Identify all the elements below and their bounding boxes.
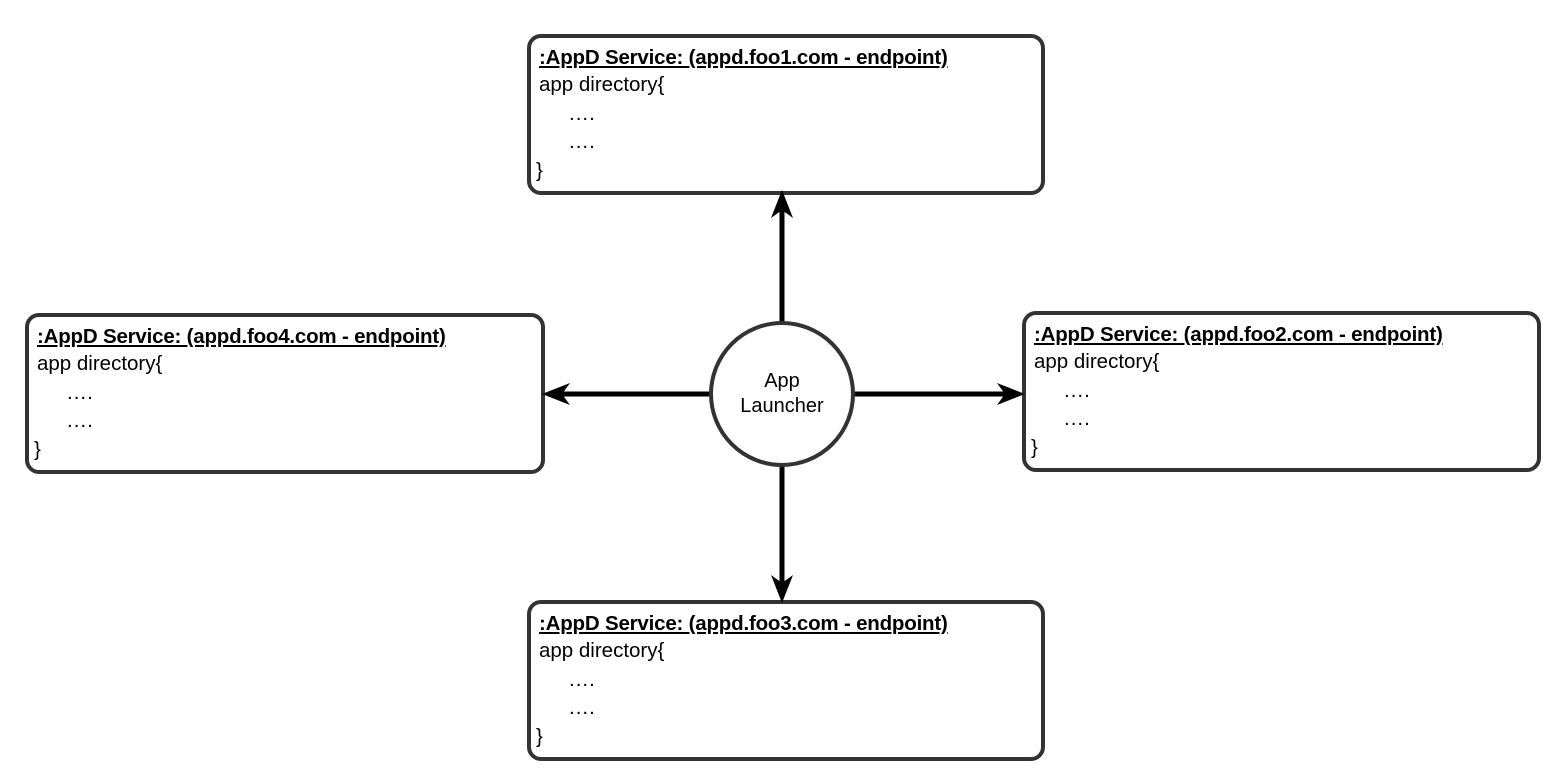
connector-hub-to-foo1 (771, 190, 793, 330)
service-title-foo1: :AppD Service: (appd.foo1.com - endpoint… (531, 44, 1041, 71)
service-body-close-foo4: } (34, 438, 41, 462)
service-body-dots1-foo3: .... (569, 667, 596, 691)
app-launcher-label-line2: Launcher (740, 395, 824, 417)
connector-hub-to-foo2 (849, 383, 1025, 405)
service-body-dots1-foo1: .... (569, 101, 596, 125)
service-box-foo2[interactable]: :AppD Service: (appd.foo2.com - endpoint… (1022, 311, 1541, 472)
app-launcher-label: App Launcher (740, 369, 823, 419)
service-title-text-foo4: :AppD Service: (appd.foo4.com - endpoint… (37, 325, 446, 348)
service-body-open-foo1: app directory{ (539, 73, 665, 97)
service-title-foo2: :AppD Service: (appd.foo2.com - endpoint… (1026, 321, 1537, 348)
service-box-foo3[interactable]: :AppD Service: (appd.foo3.com - endpoint… (527, 600, 1045, 761)
service-title-text-foo2: :AppD Service: (appd.foo2.com - endpoint… (1034, 323, 1443, 346)
connector-hub-to-foo3 (771, 458, 793, 603)
service-body-close-foo3: } (536, 725, 543, 749)
service-title-text-foo1: :AppD Service: (appd.foo1.com - endpoint… (539, 46, 948, 69)
connector-hub-to-foo4 (542, 383, 715, 405)
app-launcher-label-line1: App (764, 370, 800, 392)
service-body-dots2-foo2: .... (1064, 407, 1091, 431)
service-title-text-foo3: :AppD Service: (appd.foo3.com - endpoint… (539, 612, 948, 635)
service-title-foo3: :AppD Service: (appd.foo3.com - endpoint… (531, 610, 1041, 637)
app-launcher-node[interactable]: App Launcher (709, 321, 855, 467)
service-body-dots2-foo3: .... (569, 696, 596, 720)
service-body-close-foo1: } (536, 159, 543, 183)
service-title-foo4: :AppD Service: (appd.foo4.com - endpoint… (29, 323, 541, 350)
service-box-foo4[interactable]: :AppD Service: (appd.foo4.com - endpoint… (25, 313, 545, 474)
service-body-open-foo4: app directory{ (37, 352, 163, 376)
service-box-foo1[interactable]: :AppD Service: (appd.foo1.com - endpoint… (527, 34, 1045, 195)
service-body-close-foo2: } (1031, 436, 1038, 460)
service-body-dots1-foo2: .... (1064, 378, 1091, 402)
service-body-open-foo3: app directory{ (539, 639, 665, 663)
service-body-dots1-foo4: .... (67, 380, 94, 404)
service-body-dots2-foo1: .... (569, 130, 596, 154)
service-body-dots2-foo4: .... (67, 409, 94, 433)
service-body-open-foo2: app directory{ (1034, 350, 1160, 374)
